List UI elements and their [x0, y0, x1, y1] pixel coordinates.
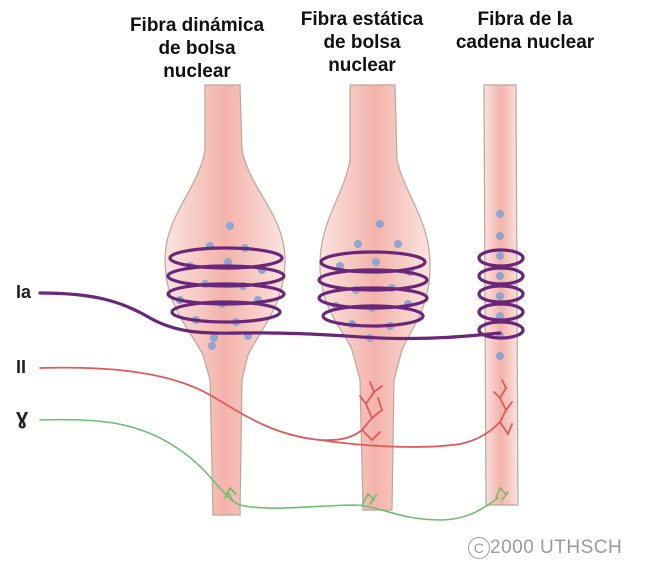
axon-label-ia: Ia	[16, 282, 31, 303]
nucleus-dot	[394, 240, 402, 248]
nucleus-dot	[496, 252, 504, 260]
axon-gamma	[40, 420, 508, 520]
nucleus-dot	[210, 334, 218, 342]
fiber-title-static-bag: Fibra estática de bolsa nuclear	[282, 8, 442, 77]
nucleus-dot	[496, 210, 504, 218]
nucleus-dot	[496, 272, 504, 280]
fiber-title-dynamic-bag: Fibra dinámica de bolsa nuclear	[112, 14, 282, 83]
nucleus-dot	[496, 292, 504, 300]
copyright-icon: C	[468, 537, 490, 559]
fiber-title-nuclear-chain: Fibra de la cadena nuclear	[440, 8, 610, 54]
nucleus-dot	[376, 220, 384, 228]
axon-ii	[40, 368, 512, 447]
axon-label-gamma: ɣ	[16, 404, 28, 430]
nucleus-dot	[496, 352, 504, 360]
nucleus-dot	[372, 258, 380, 266]
axon-label-ii: II	[16, 357, 26, 378]
nucleus-dot	[226, 222, 234, 230]
nucleus-dot	[354, 240, 362, 248]
nucleus-dot	[208, 342, 216, 350]
nucleus-dot	[496, 232, 504, 240]
